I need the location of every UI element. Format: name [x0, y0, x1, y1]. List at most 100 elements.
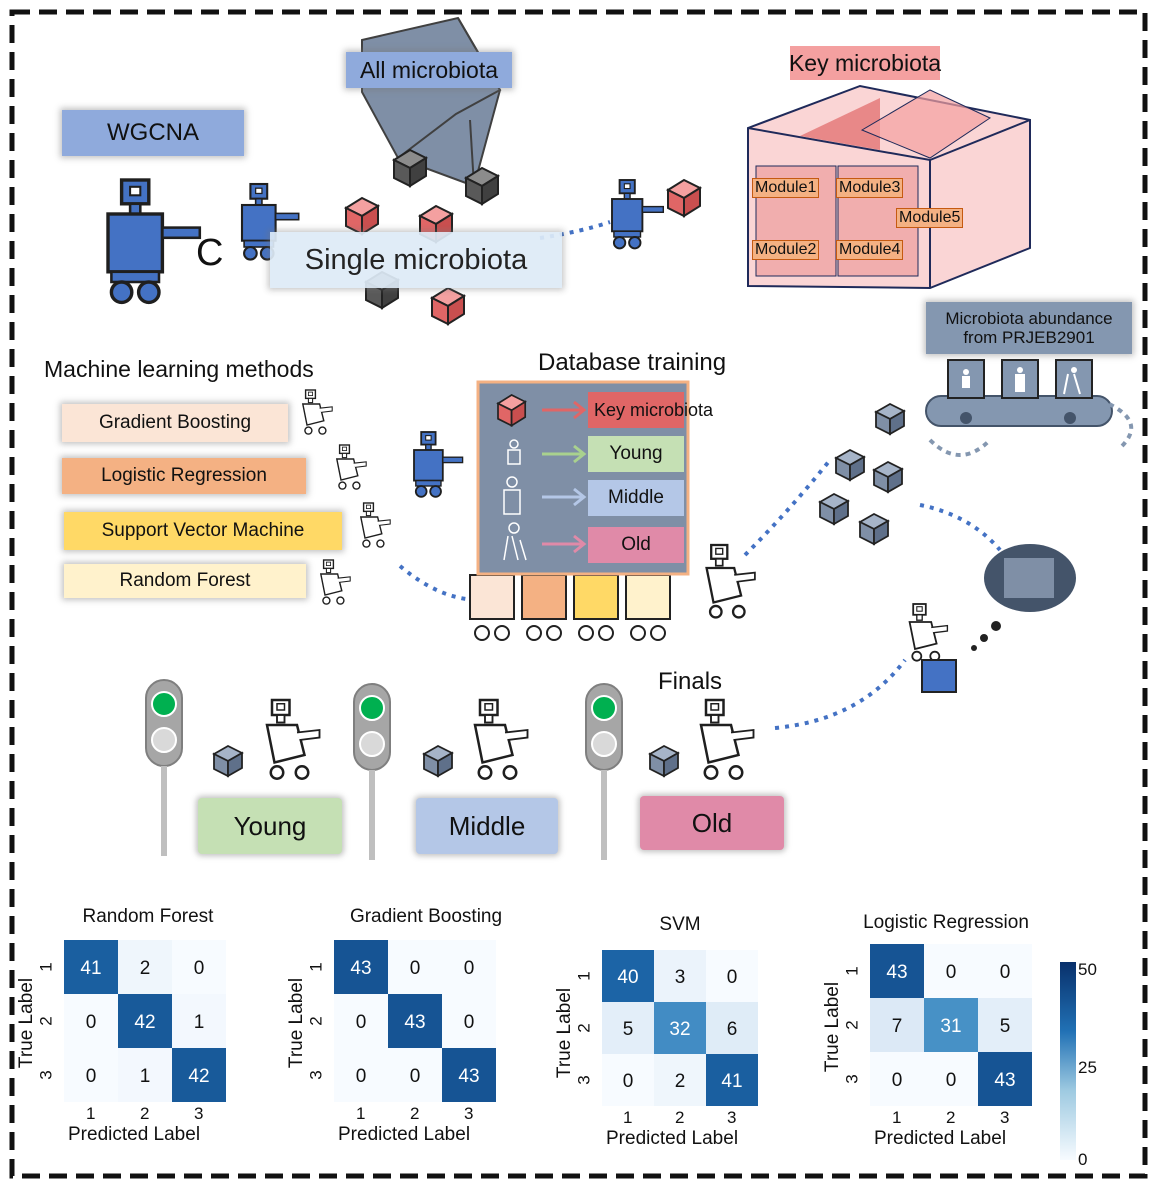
- outcome-young: Young: [198, 798, 342, 854]
- method-gradient-boosting: Gradient Boosting: [62, 404, 288, 442]
- heatmap-cell: [388, 1048, 442, 1102]
- x-tick-label: 3: [194, 1104, 204, 1123]
- y-axis-label: True Label: [286, 977, 307, 1069]
- heatmap-value: 0: [892, 1070, 903, 1091]
- heatmap-value: 43: [994, 1070, 1015, 1091]
- heatmap-cell: [654, 950, 706, 1002]
- y-tick-label: 1: [574, 971, 594, 981]
- cube-icon: [431, 287, 465, 325]
- x-tick-label: 3: [464, 1104, 474, 1123]
- cube-icon: [649, 745, 679, 777]
- heatmap-cell: [388, 940, 442, 994]
- heatmap-cell: [602, 1002, 654, 1054]
- x-tick-label: 1: [623, 1108, 633, 1127]
- robot-icon: [302, 389, 333, 435]
- heatmap-value: 0: [727, 967, 738, 988]
- robot-icon: [106, 178, 202, 305]
- heatmap-value: 2: [675, 1071, 686, 1092]
- cube-icon: [873, 461, 903, 493]
- heatmap-value: 0: [86, 1066, 97, 1087]
- traffic-light-icon: [585, 683, 623, 861]
- cm-title: Random Forest: [82, 906, 214, 927]
- heatmap-cell: [924, 1052, 978, 1106]
- robot-icon: [908, 603, 949, 662]
- dotted-connector: [919, 503, 1002, 552]
- colorbar-tick: 0: [1078, 1150, 1088, 1169]
- x-axis-label: Predicted Label: [68, 1124, 201, 1145]
- module-label: Module4: [836, 240, 904, 260]
- x-tick-label: 1: [86, 1104, 96, 1123]
- heatmap-cell: [64, 994, 118, 1048]
- heatmap-value: 1: [140, 1066, 151, 1087]
- cube-icon: [819, 493, 849, 525]
- dotted-connector: [774, 658, 907, 730]
- heatmap-value: 43: [886, 962, 907, 983]
- cube-icon: [859, 513, 889, 545]
- y-tick-label: 1: [36, 962, 56, 972]
- heatmap-cell: [388, 994, 442, 1048]
- y-tick-label: 1: [842, 966, 862, 976]
- heatmap-cell: [334, 994, 388, 1048]
- heatmap-cell: [442, 1048, 496, 1102]
- heatmap-value: 0: [464, 1012, 475, 1033]
- heatmap-value: 0: [86, 1012, 97, 1033]
- x-tick-label: 2: [140, 1104, 150, 1123]
- heatmap-value: 0: [946, 1070, 957, 1091]
- heatmap-cell: [706, 1002, 758, 1054]
- heatmap-value: 41: [80, 958, 101, 979]
- y-tick-label: 3: [36, 1070, 56, 1080]
- x-tick-label: 1: [356, 1104, 366, 1123]
- y-tick-label: 3: [306, 1070, 326, 1080]
- heatmap-value: 40: [617, 967, 638, 988]
- x-tick-label: 3: [1000, 1108, 1010, 1127]
- heatmap-cell: [870, 1052, 924, 1106]
- heatmap-value: 32: [669, 1019, 690, 1040]
- db-row-old: Old: [588, 527, 684, 563]
- conveyor-belt: [925, 395, 1113, 427]
- heatmap-cell: [870, 944, 924, 998]
- y-axis-label: True Label: [16, 977, 37, 1069]
- y-tick-label: 2: [306, 1016, 326, 1026]
- cube-icon: [423, 745, 453, 777]
- x-tick-label: 3: [727, 1108, 737, 1127]
- heatmap-cell: [978, 944, 1032, 998]
- robot-icon: [265, 698, 321, 780]
- heatmap-cell: [172, 940, 226, 994]
- y-tick-label: 2: [574, 1023, 594, 1033]
- colorbar: [1060, 962, 1076, 1160]
- heatmap-value: 0: [623, 1071, 634, 1092]
- heatmap-value: 42: [188, 1066, 209, 1087]
- cm-title: Gradient Boosting: [349, 906, 503, 927]
- y-tick-label: 2: [36, 1016, 56, 1026]
- robot-icon: [699, 698, 755, 780]
- y-tick-label: 3: [842, 1074, 862, 1084]
- db-row-key: Key microbiota: [588, 392, 713, 428]
- module-label: Module5: [896, 208, 964, 228]
- heatmap-cell: [442, 940, 496, 994]
- db-row-young: Young: [588, 436, 684, 472]
- dotted-connector: [398, 564, 481, 602]
- x-axis-label: Predicted Label: [874, 1128, 1007, 1149]
- heatmap-value: 5: [1000, 1016, 1011, 1037]
- colorbar-tick: 50: [1078, 960, 1097, 979]
- cm-title: Logistic Regression: [863, 912, 1029, 933]
- heatmap-value: 43: [404, 1012, 425, 1033]
- heatmap-value: 6: [727, 1019, 738, 1040]
- heatmap-value: 7: [892, 1016, 903, 1037]
- x-axis-label: Predicted Label: [606, 1128, 739, 1149]
- grid-box-icon: [921, 659, 957, 693]
- heatmap-cell: [334, 940, 388, 994]
- heatmap-cell: [870, 998, 924, 1052]
- heatmap-value: 0: [1000, 962, 1011, 983]
- abundance-label: Microbiota abundance from PRJEB2901: [926, 302, 1132, 354]
- cube-icon: [875, 403, 905, 435]
- abundance-line2: from PRJEB2901: [963, 328, 1095, 347]
- cube-icon: [213, 745, 243, 777]
- colorbar-tick: 25: [1078, 1058, 1097, 1077]
- robot-icon: [705, 543, 757, 619]
- heatmap-cell: [442, 994, 496, 1048]
- cm-title: SVM: [659, 914, 701, 935]
- heatmap-cell: [978, 1052, 1032, 1106]
- single-microbiota-label: Single microbiota: [270, 232, 562, 288]
